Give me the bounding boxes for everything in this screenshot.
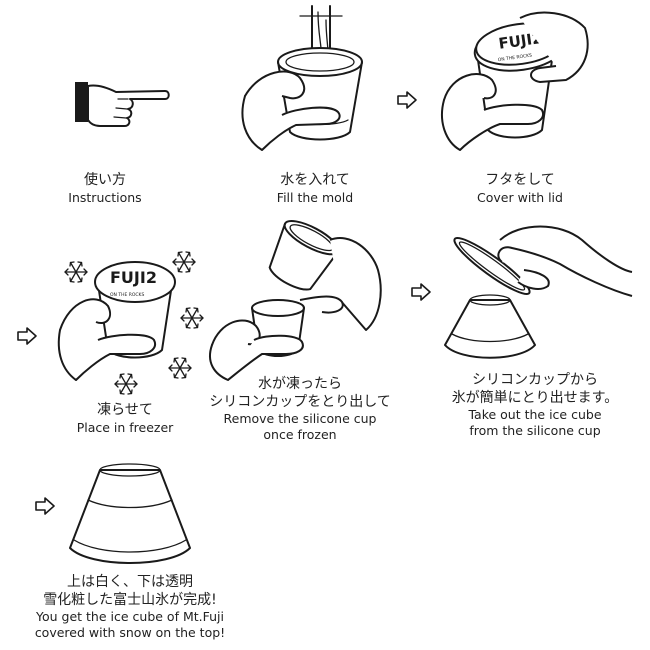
step-title-en-line1: Take out the ice cube [468, 407, 602, 422]
step-title-en-line2: once frozen [263, 426, 337, 442]
step-title-jp-line2: 雪化粧した富士山氷が完成! [43, 591, 217, 608]
step-title-en: Instructions [68, 189, 142, 205]
step-caption-lid: フタをして Cover with lid [455, 172, 585, 205]
step-title-jp-line1: シリコンカップから [472, 372, 598, 388]
fuji-ice-illustration [69, 463, 191, 564]
arrow-right-icon [411, 283, 431, 301]
step-title-jp: 使い方 [84, 172, 126, 188]
step-caption-freezer: 凍らせて Place in freezer [55, 402, 195, 435]
step-title-en: Cover with lid [477, 189, 563, 205]
step-title-en: Fill the mold [276, 189, 354, 205]
pointing-hand-icon [75, 82, 170, 127]
remove-cup-illustration [209, 220, 382, 381]
step-caption-instructions: 使い方 Instructions [50, 172, 160, 205]
arrow-right-icon [35, 497, 55, 515]
step-caption-complete: 上は白く、下は透明 雪化粧した富士山氷が完成! You get the ice … [20, 574, 240, 640]
freezer-lid-brand-text: FUJI2 [110, 268, 157, 287]
step-title-en-line1: Remove the silicone cup [223, 411, 377, 426]
step-caption-fill: 水を入れて Fill the mold [250, 172, 380, 205]
cover-lid-illustration: FUJI2 ON THE ROCKS [441, 11, 589, 151]
step-title-en-line2: from the silicone cup [469, 422, 601, 438]
step-title-jp-line1: 水が凍ったら [258, 376, 342, 392]
freezer-lid-sub-text: ON THE ROCKS [110, 292, 145, 298]
lid-brand-text: FUJI2 [497, 29, 543, 53]
step-title-en-line2: covered with snow on the top! [34, 624, 226, 640]
arrow-right-icon [397, 91, 417, 109]
snowflake-icon [172, 251, 196, 273]
step-caption-take-out: シリコンカップから 氷が簡単にとり出せます。 Take out the ice … [430, 372, 640, 438]
step-caption-remove: 水が凍ったら シリコンカップをとり出して Remove the silicone… [190, 376, 410, 442]
step-title-en-line1: You get the ice cube of Mt.Fuji [36, 609, 224, 624]
step-title-jp-line1: 上は白く、下は透明 [67, 574, 193, 590]
step-title-jp: 凍らせて [97, 402, 153, 418]
freezer-illustration: FUJI2 ON THE ROCKS [57, 251, 204, 395]
step-title-jp-line2: シリコンカップをとり出して [209, 393, 391, 410]
step-title-jp: フタをして [485, 172, 555, 188]
step-title-jp: 水を入れて [280, 172, 350, 188]
snowflake-icon [168, 357, 192, 379]
snowflake-icon [64, 261, 88, 283]
snowflake-icon [114, 373, 138, 395]
lid-sub-text: ON THE ROCKS [497, 52, 532, 63]
step-title-en: Place in freezer [76, 419, 174, 435]
snowflake-icon [180, 307, 204, 329]
step-title-jp-line2: 氷が簡単にとり出せます。 [451, 389, 619, 406]
arrow-right-icon [17, 327, 37, 345]
take-out-ice-illustration [444, 225, 633, 359]
fill-mold-illustration [241, 5, 363, 151]
